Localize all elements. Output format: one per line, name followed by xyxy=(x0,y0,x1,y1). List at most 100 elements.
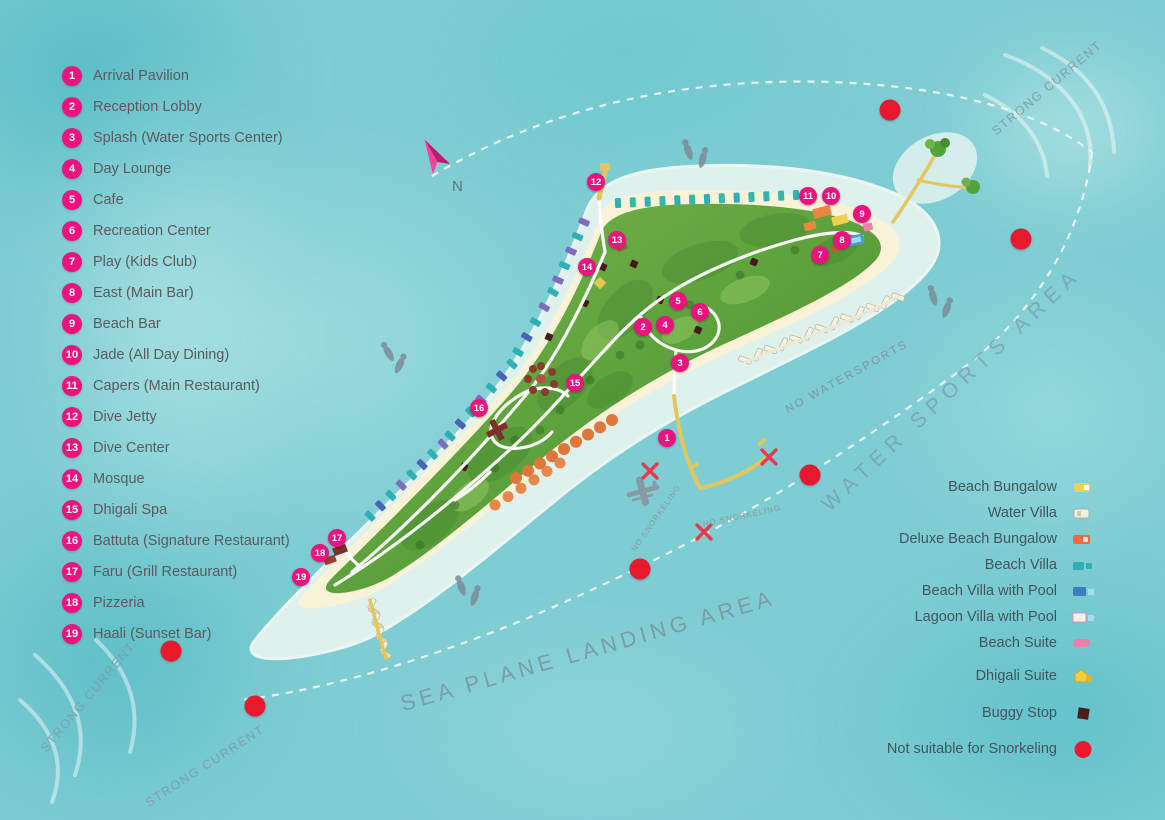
key-item: Beach Suite xyxy=(887,630,1102,656)
buggy-stop-icon xyxy=(1066,704,1102,723)
spa-icon xyxy=(524,362,558,396)
legend-item-11: 11 Capers (Main Restaurant) xyxy=(62,370,290,401)
legend-number-badge: 3 xyxy=(62,127,82,148)
legend-item-label: Pizzeria xyxy=(93,594,145,611)
map-marker-13: 13 xyxy=(608,231,626,249)
key-item: Beach Bungalow xyxy=(887,474,1102,500)
compass-arrow-icon xyxy=(424,139,451,174)
key-item-label: Beach Villa xyxy=(984,557,1057,573)
seaplane-icon xyxy=(626,476,660,506)
legend-number-badge: 16 xyxy=(62,530,82,551)
legend-item-label: Jade (All Day Dining) xyxy=(93,346,230,363)
no-snorkeling-icon xyxy=(1066,740,1102,759)
battuta-icon xyxy=(485,418,509,442)
legend-number-badge: 10 xyxy=(62,344,82,365)
map-marker-12: 12 xyxy=(587,173,605,191)
legend-number-badge: 6 xyxy=(62,220,82,241)
legend-number-badge: 15 xyxy=(62,499,82,520)
legend-item-label: Recreation Center xyxy=(93,222,211,239)
beach-suite-icon xyxy=(1066,634,1102,653)
water-villa-icon xyxy=(1066,504,1102,523)
legend-item-label: Day Lounge xyxy=(93,160,172,177)
compass-n-label: N xyxy=(452,178,463,195)
no-snorkeling-marker xyxy=(1010,228,1032,250)
legend-number-badge: 17 xyxy=(62,561,82,582)
key-item: Beach Villa xyxy=(887,552,1102,578)
key-item-label: Beach Villa with Pool xyxy=(921,583,1057,599)
legend-item-10: 10 Jade (All Day Dining) xyxy=(62,339,290,370)
legend-item-label: Dhigali Spa xyxy=(93,501,168,518)
map-marker-11: 11 xyxy=(799,187,817,205)
key-item: Water Villa xyxy=(887,500,1102,526)
legend-number-badge: 11 xyxy=(62,375,82,396)
key-item-label: Not suitable for Snorkeling xyxy=(886,741,1057,757)
no-landing-x-marks xyxy=(641,448,778,541)
legend-item-label: Reception Lobby xyxy=(93,98,202,115)
key-item-label: Lagoon Villa with Pool xyxy=(914,609,1057,625)
map-marker-16: 16 xyxy=(470,399,488,417)
legend-item-5: 5 Cafe xyxy=(62,184,290,215)
palm-trees xyxy=(925,138,980,194)
no-snorkeling-marker xyxy=(879,99,901,121)
key-item: Lagoon Villa with Pool xyxy=(887,604,1102,630)
island-vegetation xyxy=(325,203,881,594)
legend-item-label: Play (Kids Club) xyxy=(93,253,197,270)
map-marker-5: 5 xyxy=(669,292,687,310)
map-marker-3: 3 xyxy=(671,354,689,372)
vegetation-texture-dark xyxy=(401,213,860,551)
water-patch xyxy=(880,260,1165,560)
map-marker-4: 4 xyxy=(656,316,674,334)
beach-villa-pool-icon xyxy=(1066,582,1102,601)
legend-number-badge: 8 xyxy=(62,282,82,303)
map-marker-19: 19 xyxy=(292,568,310,586)
no-snorkeling-marker xyxy=(629,558,651,580)
jetties xyxy=(368,150,974,660)
legend-item-label: Splash (Water Sports Center) xyxy=(93,129,283,146)
key-item: Beach Villa with Pool xyxy=(887,578,1102,604)
legend-number-badge: 9 xyxy=(62,313,82,334)
legend-number-badge: 2 xyxy=(62,96,82,117)
legend-number-badge: 5 xyxy=(62,189,82,210)
key-item: Dhigali Suite xyxy=(887,661,1102,691)
key-item-label: Beach Bungalow xyxy=(948,479,1057,495)
map-marker-2: 2 xyxy=(634,318,652,336)
no-snorkeling-marker xyxy=(799,464,821,486)
legend-number-badge: 18 xyxy=(62,592,82,613)
map-marker-6: 6 xyxy=(691,303,709,321)
map-marker-15: 15 xyxy=(566,374,584,392)
legend-item-6: 6 Recreation Center xyxy=(62,215,290,246)
map-marker-7: 7 xyxy=(811,246,829,264)
map-marker-9: 9 xyxy=(853,205,871,223)
beach-villa-icon xyxy=(1066,556,1102,575)
dive-jetty-platform xyxy=(600,163,610,170)
legend-item-18: 18 Pizzeria xyxy=(62,587,290,618)
legend-item-label: Cafe xyxy=(93,191,124,208)
no-snorkeling-marker xyxy=(160,640,182,662)
no-snorkeling-marker xyxy=(244,695,266,717)
legend-number-badge: 12 xyxy=(62,406,82,427)
key-item-label: Dhigali Suite xyxy=(975,668,1057,684)
legend-item-2: 2 Reception Lobby xyxy=(62,91,290,122)
map-marker-8: 8 xyxy=(833,231,851,249)
water-patch xyxy=(360,600,820,820)
area-boundary-dashed xyxy=(239,80,1094,702)
legend-number-badge: 4 xyxy=(62,158,82,179)
legend-item-label: Arrival Pavilion xyxy=(93,67,189,84)
legend-item-4: 4 Day Lounge xyxy=(62,153,290,184)
current-swirls-graphic xyxy=(18,46,1116,804)
key-item: Buggy Stop xyxy=(887,699,1102,727)
legend-item-label: Capers (Main Restaurant) xyxy=(93,377,260,394)
lagoon-villa-pool-icon xyxy=(1066,608,1102,627)
